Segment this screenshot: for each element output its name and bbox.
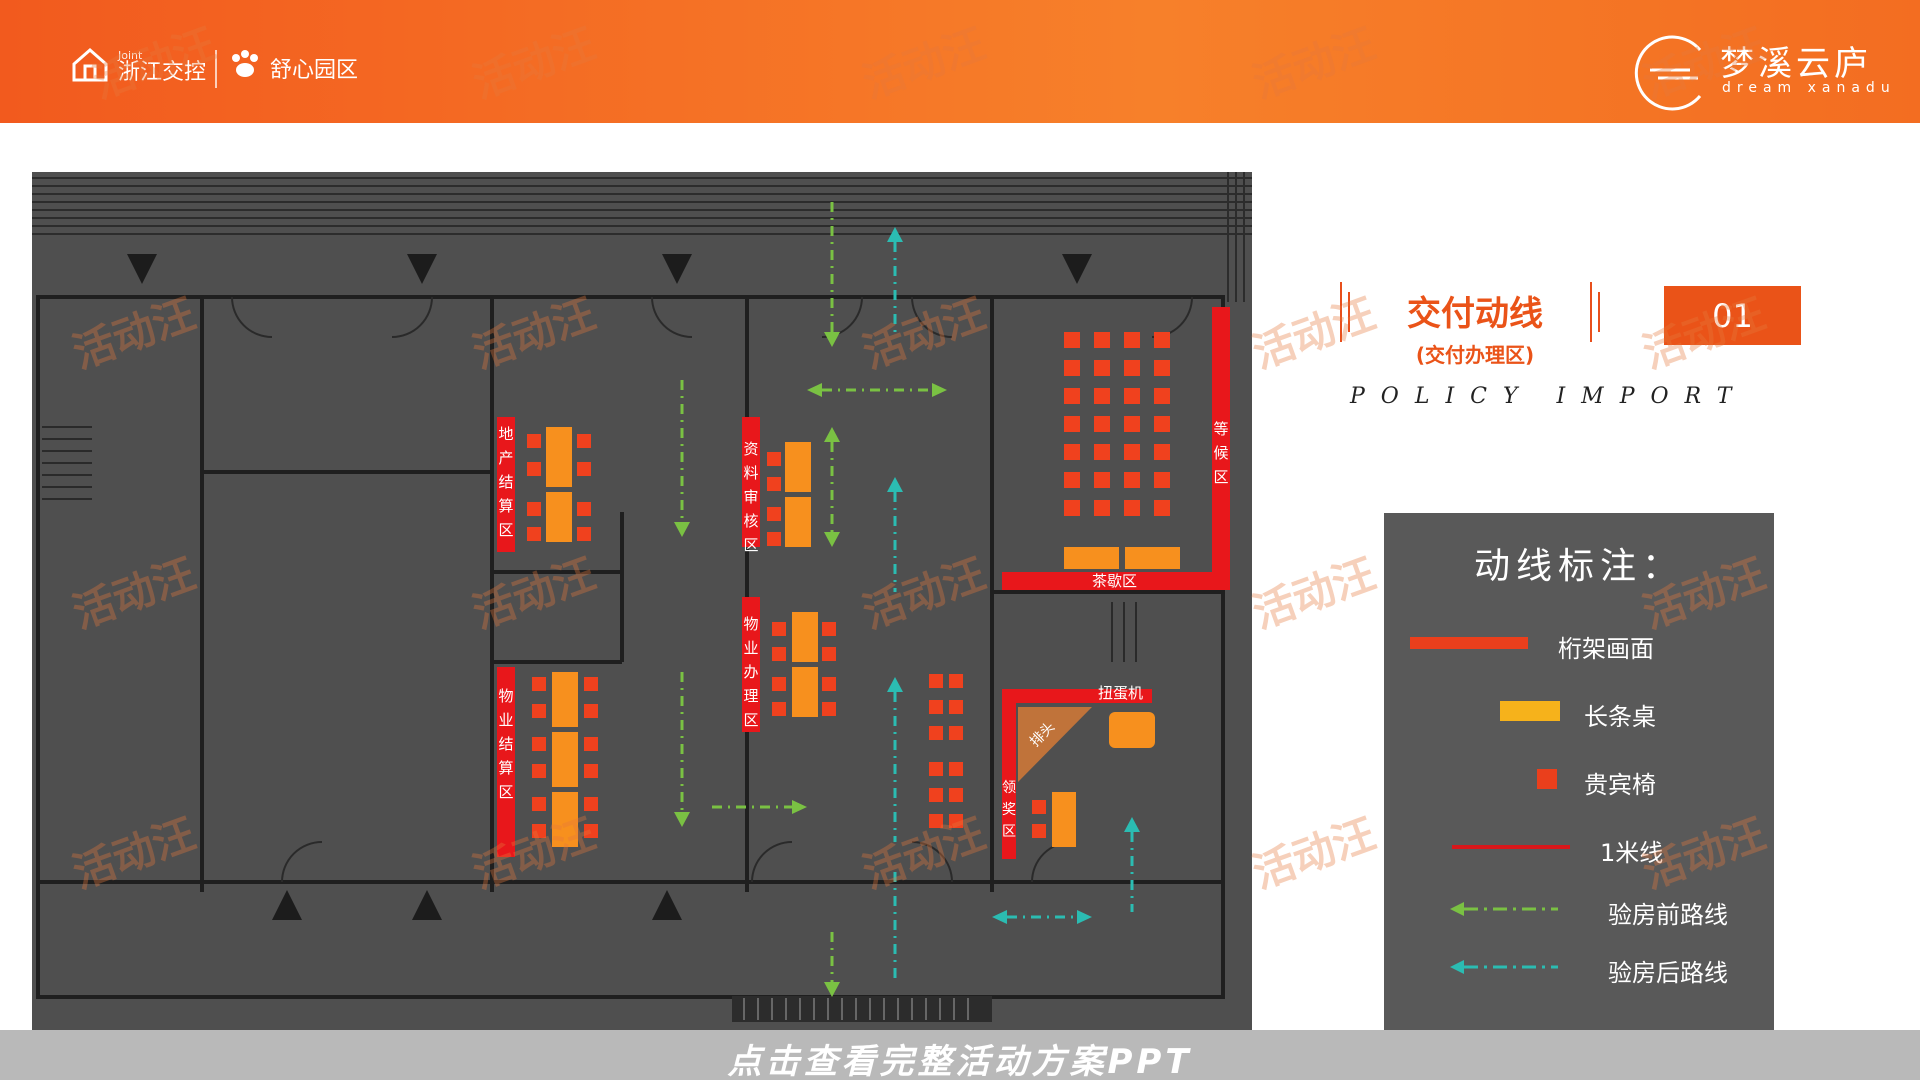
title-deco-left-1 [1340, 282, 1342, 342]
top-wall-hatch [32, 177, 1252, 235]
partner-logo: Joint 浙江交控 [70, 44, 206, 88]
long-table-symbol-icon [1500, 701, 1560, 721]
brand-logo-en: dream xanadu [1722, 80, 1896, 96]
title-deco-right-2 [1598, 292, 1600, 332]
view-full-plan-link[interactable]: 点击查看完整活动方案PPT [727, 1042, 1193, 1082]
legend-label: 长条桌 [1584, 703, 1656, 731]
legend-label: 桁架画面 [1558, 635, 1654, 663]
legend-label: 验房前路线 [1608, 901, 1728, 929]
floor-plan: 地产结算区 资料审核区 物业办理区 物业结算区 等候区 茶歇区 领奖区 排头 扭… [32, 172, 1252, 1030]
green-dash-arrow-icon [1450, 899, 1560, 923]
legend-item-cyan-route: 验房后路线 [1384, 947, 1774, 987]
legend-title: 动线标注： [1473, 546, 1684, 587]
watermark: 活动汪 [1246, 288, 1382, 378]
truss-symbol-icon [1410, 637, 1528, 649]
green-route [680, 202, 932, 982]
partner-logo-en: Joint [118, 48, 143, 62]
brand-circle-icon [1630, 30, 1716, 120]
watermark: 活动汪 [1246, 548, 1382, 638]
watermark: 活动汪 [1246, 808, 1382, 898]
vip-chair-symbol-icon [1537, 769, 1557, 789]
legend-label: 贵宾椅 [1584, 771, 1656, 799]
entrance-markers [127, 254, 1092, 920]
zone-label-property-handling: 物业办理区 [743, 615, 759, 729]
vip-chairs [527, 332, 1170, 838]
green-arrowheads [674, 332, 947, 997]
park-logo-name: 舒心园区 [270, 58, 359, 83]
house-icon [70, 44, 110, 88]
cyan-dash-arrow-icon [1450, 957, 1560, 981]
zone-label-property-settlement: 物业结算区 [498, 687, 514, 801]
cyan-arrowheads [887, 227, 1140, 924]
park-logo: 舒心园区 [228, 48, 358, 88]
cyan-route [893, 242, 1134, 982]
truss-panels [497, 307, 1230, 859]
section-number: 01 [1664, 286, 1801, 345]
right-wall-hatch [1227, 172, 1245, 302]
one-meter-line-symbol-icon [1452, 845, 1570, 849]
title-deco-right-1 [1590, 282, 1592, 342]
legend-label: 验房后路线 [1608, 959, 1728, 987]
legend-item-long-table: 长条桌 [1384, 691, 1774, 731]
legend-item-one-meter-line: 1米线 [1384, 827, 1774, 867]
paw-icon [228, 48, 262, 88]
long-tables [546, 427, 1180, 847]
zone-label-document-review: 资料审核区 [743, 440, 759, 554]
policy-import-text: POLICY IMPORT [1350, 384, 1748, 409]
legend-item-green-route: 验房前路线 [1384, 889, 1774, 929]
zone-label-tea-break: 茶歇区 [1092, 572, 1138, 590]
brand-logo-cn: 梦溪云庐 [1720, 44, 1872, 84]
section-subtitle: (交付办理区) [1415, 343, 1535, 367]
staircase [42, 426, 1137, 662]
queue-area [1018, 707, 1092, 782]
partner-logo-cn: 浙江交控 [118, 59, 207, 85]
legend-item-truss: 桁架画面 [1384, 623, 1774, 663]
section-title-block: 交付动线 (交付办理区) [1400, 286, 1550, 368]
zone-label-real-estate-settlement: 地产结算区 [498, 425, 514, 539]
walls [36, 295, 1225, 999]
footer-bar[interactable]: 点击查看完整活动方案PPT [0, 1030, 1920, 1082]
zone-label-gacha-machine: 扭蛋机 [1098, 684, 1144, 702]
zone-label-waiting: 等候区 [1213, 420, 1229, 486]
title-deco-left-2 [1348, 292, 1350, 332]
section-title: 交付动线 [1407, 294, 1543, 334]
zone-label-prize-collection: 领奖区 [1002, 780, 1016, 840]
brand-logo: 梦溪云庐 dream xanadu [1630, 30, 1890, 111]
header-bar: Joint 浙江交控 舒心园区 梦溪云庐 dream xanadu [0, 0, 1920, 123]
floor-plan-drawing [32, 172, 1252, 1022]
legend-label: 1米线 [1600, 839, 1664, 867]
legend-panel: 动线标注： 桁架画面 长条桌 贵宾椅 1米线 验房前路线 验房后路线 [1384, 513, 1774, 1030]
logo-divider [215, 50, 217, 88]
legend-item-vip-chair: 贵宾椅 [1384, 759, 1774, 799]
floor-grille [732, 996, 992, 1022]
